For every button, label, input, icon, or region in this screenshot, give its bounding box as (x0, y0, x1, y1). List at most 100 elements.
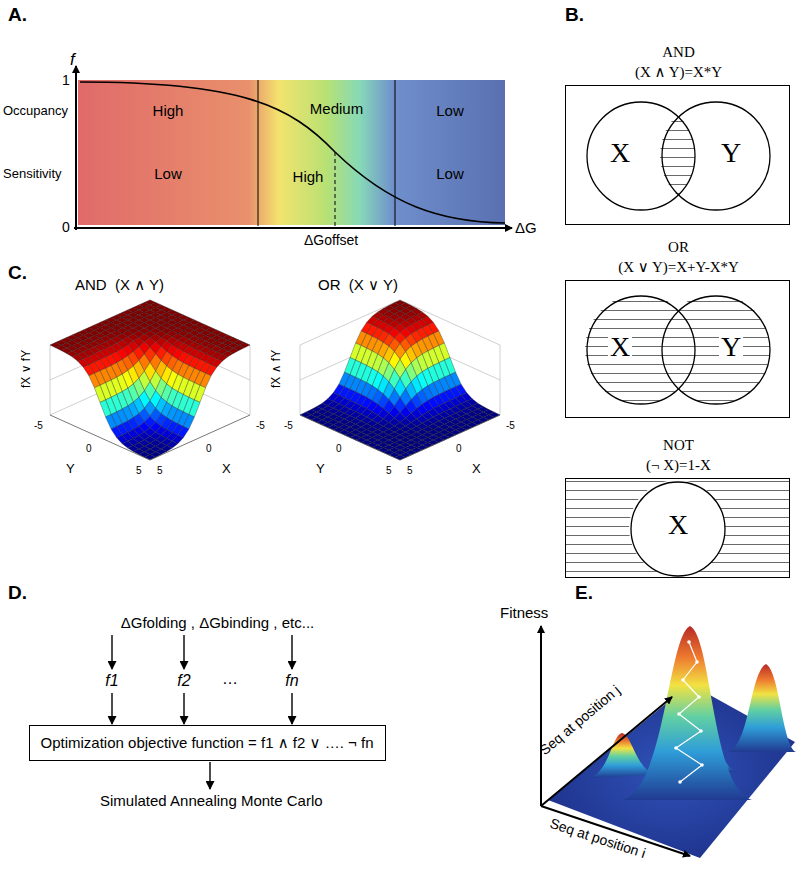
venn-circle: X (586, 101, 696, 211)
label: Y (316, 462, 325, 477)
node-text: (¬ X)=1-X (566, 457, 791, 474)
node-text: High (268, 168, 348, 185)
hatch (565, 478, 790, 578)
arrow (291, 693, 292, 724)
node-text: X (608, 137, 632, 169)
label: ΔG (515, 219, 537, 236)
label: 0 (62, 219, 70, 235)
venn-circle: Y (661, 295, 771, 405)
circle-outline (662, 296, 770, 404)
offset-line (335, 152, 336, 228)
node-text: Simulated Annealing Monte Carlo (100, 792, 320, 809)
label: 0 (336, 443, 342, 455)
energy-terms: ΔGfolding , ΔGbinding , etc... (100, 612, 335, 634)
node-text: (X ∨ Y)=X+Y-X*Y (566, 259, 791, 276)
label: f (70, 50, 75, 70)
fitness-term: f2 (172, 670, 196, 692)
arrow (291, 635, 292, 669)
circle-outline (662, 102, 770, 210)
surface-plot (300, 300, 500, 460)
label: Sensitivity (3, 167, 62, 182)
surface-plot (50, 300, 250, 460)
label: -5 (256, 420, 265, 432)
label: 0 (86, 443, 92, 455)
label: Fitness (500, 604, 548, 621)
fitness-term: fn (280, 670, 304, 692)
axis-line (50, 415, 150, 460)
surface-facet (200, 373, 211, 388)
x-axis (74, 227, 512, 229)
y-axis (75, 66, 77, 230)
fitness-term: f1 (100, 670, 124, 692)
label: AND (X ∧ Y) (75, 276, 164, 293)
arrow (111, 635, 112, 669)
axis-line (150, 415, 250, 460)
node-text: AND (566, 44, 791, 61)
venn-circle: X (586, 295, 696, 405)
gradient-band (78, 80, 505, 225)
node-text: Medium (278, 100, 395, 117)
node-text: f1 (100, 672, 124, 690)
circle-outline (631, 482, 725, 576)
label: Y (66, 462, 75, 477)
label: A. (8, 4, 27, 26)
node-text: High (78, 102, 258, 119)
surface-facet (100, 400, 111, 417)
arrow (209, 762, 210, 789)
node-text: ΔGfolding , ΔGbinding , etc... (100, 614, 335, 631)
node-text: Y (719, 137, 743, 169)
node-text: X (608, 331, 632, 363)
label: -5 (34, 420, 43, 432)
node-text: fn (280, 672, 304, 690)
peak (590, 733, 655, 778)
band: HighLow (78, 80, 258, 225)
grid-line (50, 300, 150, 345)
circle-outline (661, 101, 771, 211)
node-text: Low (395, 165, 505, 182)
optimizer: Simulated Annealing Monte Carlo (100, 790, 320, 812)
node-text: Low (78, 165, 258, 182)
circle-outline (586, 295, 696, 405)
label: Occupancy (3, 104, 68, 119)
hatch (565, 280, 790, 418)
logic-box: AND(X ∧ Y)=X*YXY (565, 85, 790, 225)
search-path (676, 642, 702, 782)
logic-box: NOT(¬ X)=1-XX (565, 478, 790, 578)
sigmoid-curve (80, 82, 505, 223)
surface-facet (94, 385, 105, 402)
node-text: f2 (172, 672, 196, 690)
node-text: OR (566, 239, 791, 256)
node-text: (X ∧ Y)=X*Y (566, 64, 791, 81)
circle-outline (587, 296, 695, 404)
label: X (472, 462, 481, 477)
arrow (183, 693, 184, 724)
node-text: Low (395, 102, 505, 119)
node-text: NOT (566, 437, 791, 454)
node-text: Y (719, 331, 743, 363)
label: 5 (386, 465, 392, 477)
label: 1 (62, 72, 70, 88)
hatch (565, 85, 790, 225)
label: 0 (206, 443, 212, 455)
label: B. (565, 4, 584, 26)
arrow (111, 693, 112, 724)
circle-outline (586, 101, 696, 211)
j-axis (541, 697, 672, 806)
node-text: X (663, 509, 693, 541)
surface-facet (106, 415, 117, 430)
axis-line (300, 415, 400, 460)
label: Seq at position j (536, 682, 623, 758)
objective-box: Optimization objective function = f1 ∧ f… (29, 725, 386, 761)
panel-a-plot (74, 66, 512, 230)
divider (395, 80, 396, 226)
label: OR (X ∨ Y) (318, 276, 398, 293)
surface-facet (144, 455, 155, 460)
venn-circle: X (630, 481, 726, 577)
search-steps (674, 640, 704, 784)
peak (622, 626, 752, 800)
node-text: Optimization objective function = f1 ∧ f… (30, 734, 384, 751)
label: C. (8, 262, 27, 284)
label: -5 (284, 420, 293, 432)
peak (728, 664, 796, 752)
